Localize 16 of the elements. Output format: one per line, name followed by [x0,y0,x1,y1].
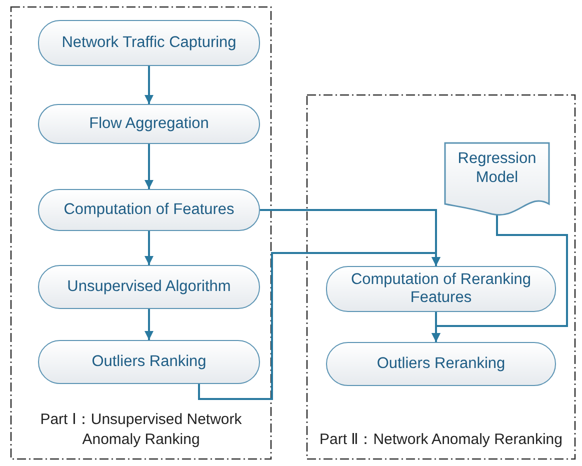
process-pill: Computation of Reranking Features [326,266,556,312]
group-caption: Part Ⅱ：Network Anomaly Reranking [318,430,564,450]
process-pill: Outliers Reranking [326,342,556,386]
process-pill: Flow Aggregation [38,104,260,144]
connector-arrow [144,66,154,104]
dash-dot-frame [10,6,272,460]
process-pill: Network Traffic Capturing [38,20,260,66]
connector-arrow [144,144,154,189]
process-pill: Unsupervised Algorithm [38,265,260,309]
group-caption: Part Ⅰ：Unsupervised Network Anomaly Ranking [39,410,243,450]
connector-arrow [144,231,154,265]
connector-arrow [144,309,154,340]
dash-dot-frame [306,94,576,460]
process-pill: Computation of Features [38,189,260,231]
connector-arrow [198,252,440,400]
process-pill: Outliers Ranking [38,340,260,384]
